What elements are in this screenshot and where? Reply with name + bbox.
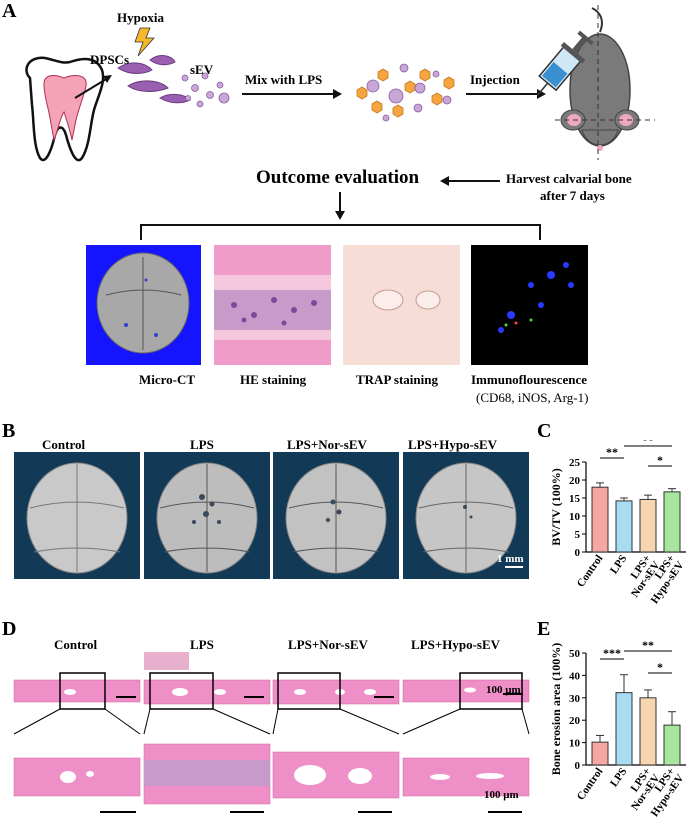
y-tick-label: 10: [569, 738, 581, 750]
dpscs-label: DPSCs: [90, 52, 130, 67]
group-label-b-hypo: LPS+Hypo-sEV: [408, 437, 498, 452]
tooth-icon: [25, 56, 105, 162]
y-tick-label: 20: [569, 715, 581, 727]
panel-label-c: C: [537, 420, 552, 442]
y-tick-label: 15: [569, 493, 581, 505]
sev-label: sEV: [190, 62, 214, 77]
he-staining-image: [214, 245, 331, 365]
significance-label: *: [657, 660, 663, 674]
significance-label: **: [642, 440, 654, 447]
significance-label: **: [642, 640, 654, 652]
skull-image-hypo-sev: [403, 452, 529, 579]
lps-sev-mixture-icon: [356, 63, 455, 122]
x-tick-label: LPS: [608, 766, 629, 789]
scalebar-d-bottom-label: 100 μm: [484, 789, 519, 801]
group-label-d-nor: LPS+Nor-sEV: [288, 637, 368, 652]
y-tick-label: 30: [569, 693, 581, 705]
he-sections-figure: [13, 652, 530, 813]
scalebar-d-top-label: 100 μm: [486, 684, 521, 696]
y-tick-label: 25: [569, 457, 581, 469]
method-label-he: HE staining: [240, 372, 307, 387]
scalebar-b: [505, 566, 523, 568]
y-axis-title: Bone erosion area (100%): [549, 643, 563, 776]
y-tick-label: 50: [569, 648, 581, 660]
trap-staining-image: [343, 245, 460, 365]
scalebar-b-label: 1 mm: [497, 553, 524, 565]
bar: [639, 498, 657, 553]
group-label-d-hypo: LPS+Hypo-sEV: [411, 637, 501, 652]
significance-label: ***: [603, 646, 621, 660]
y-tick-label: 5: [575, 529, 581, 541]
group-label-d-control: Control: [54, 637, 98, 652]
bar: [639, 697, 657, 766]
x-tick-label: LPS: [608, 553, 629, 576]
group-label-b-control: Control: [42, 437, 86, 452]
bar: [615, 500, 633, 553]
muscle-tissue: [144, 652, 189, 670]
bar: [663, 724, 681, 766]
harvest-label-line1: Harvest calvarial bone: [506, 171, 632, 186]
lightning-icon: [134, 27, 155, 57]
bar: [591, 486, 609, 553]
hypoxia-label: Hypoxia: [117, 10, 164, 25]
immunofluorescence-image: [471, 245, 588, 365]
y-tick-label: 10: [569, 511, 581, 523]
panel-label-a: A: [2, 0, 17, 22]
method-label-trap: TRAP staining: [356, 372, 438, 387]
skull-image-nor-sev: [273, 452, 399, 579]
group-label-b-lps: LPS: [190, 437, 214, 452]
skull-image-control: [14, 452, 140, 579]
method-label-if: Immunoflourescence: [471, 372, 588, 387]
bar: [591, 741, 609, 766]
mouse-icon: [555, 5, 655, 160]
significance-label: **: [606, 445, 618, 459]
syringe-icon: [536, 30, 594, 96]
bar: [615, 692, 633, 766]
y-tick-label: 0: [575, 547, 581, 559]
outcome-title: Outcome evaluation: [256, 167, 420, 188]
group-label-b-nor: LPS+Nor-sEV: [287, 437, 367, 452]
panel-label-d: D: [2, 618, 17, 640]
harvest-label-line2: after 7 days: [540, 188, 605, 203]
dpsc-cells-icon: [117, 55, 191, 104]
group-label-d-lps: LPS: [190, 637, 214, 652]
injection-label: Injection: [470, 72, 520, 87]
method-sublabel-if: (CD68, iNOS, Arg-1): [476, 390, 589, 405]
panel-label-b: B: [2, 420, 16, 442]
mix-label: Mix with LPS: [245, 72, 323, 87]
significance-label: *: [657, 453, 663, 467]
panel-label-e: E: [537, 618, 551, 640]
bar: [663, 491, 681, 553]
y-axis-title: BV/TV (100%): [549, 468, 563, 545]
sev-vesicles-icon: [181, 72, 230, 108]
y-tick-label: 40: [569, 670, 581, 682]
micro-ct-image: [86, 245, 201, 365]
method-label-micro-ct: Micro-CT: [139, 372, 196, 387]
y-tick-label: 0: [575, 760, 581, 772]
skull-image-lps: [144, 452, 270, 579]
schematic-figure: [25, 5, 655, 240]
y-tick-label: 20: [569, 475, 581, 487]
